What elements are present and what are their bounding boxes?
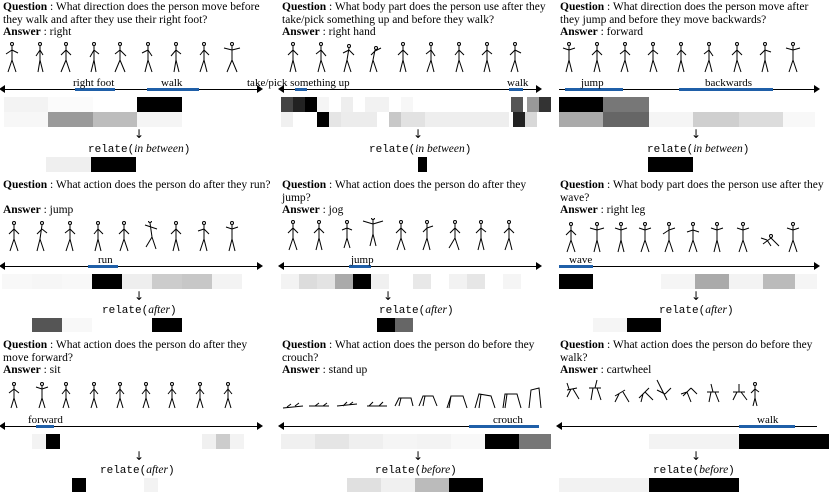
skeleton-sequence	[8, 221, 239, 252]
panel-8: Question : What action does the person d…	[278, 338, 551, 498]
down-arrow-icon: ↓	[134, 289, 145, 303]
segment-wave: wave	[559, 254, 593, 268]
down-arrow-icon: ↓	[691, 449, 702, 463]
panel-2: Question : What body part does the perso…	[247, 0, 551, 172]
skeleton-sequence	[562, 42, 801, 73]
attention-grid	[2, 274, 260, 289]
segment-crouch: crouch	[469, 414, 539, 428]
question-text: Question : What action does the person d…	[282, 179, 527, 204]
skeleton-figures	[5, 42, 241, 73]
segment-jump: jump	[565, 77, 623, 91]
skeleton-sequence	[8, 382, 233, 409]
timeline: wave	[559, 254, 820, 273]
question-text: Question : What action does the person d…	[282, 339, 535, 364]
segment-run: run	[88, 254, 118, 268]
timeline: walk	[556, 414, 817, 433]
skeleton-sequence	[287, 218, 515, 251]
answer-text: Answer : jump	[3, 204, 74, 216]
answer-text: Answer : jog	[282, 204, 344, 216]
attention-grid	[281, 434, 551, 449]
relate-label: relate(before)	[653, 464, 735, 477]
panel-9: Question : What action does the person d…	[556, 338, 829, 498]
down-arrow-icon: ↓	[413, 449, 424, 463]
relate-label: relate(in between)	[88, 143, 191, 156]
timeline: jump	[278, 254, 542, 273]
segment-walk: walk	[147, 77, 199, 91]
down-arrow-icon: ↓	[383, 289, 394, 303]
question-text: Question : What action does the person d…	[560, 339, 813, 364]
attention-grid	[4, 97, 260, 127]
segment-walk: walk	[507, 77, 529, 91]
attention-grid	[559, 434, 829, 449]
relate-label: relate(in between)	[369, 143, 472, 156]
panel-7: Question : What action does the person d…	[0, 338, 272, 498]
timeline: jump backwards	[559, 77, 820, 96]
segment-take-pick-something-up: take/pick something up	[247, 77, 350, 91]
relate-label: relate(after)	[100, 464, 175, 477]
question-text: Question : What action does the person d…	[3, 339, 248, 364]
skeleton-sequence	[565, 222, 800, 253]
answer-text: Answer : sit	[3, 364, 61, 376]
timeline: forward	[0, 414, 263, 433]
down-arrow-icon: ↓	[134, 127, 145, 141]
panel-1: Question : What direction does the perso…	[0, 0, 272, 172]
timeline: crouch	[278, 414, 539, 433]
question-text: Question : What direction does the perso…	[560, 1, 809, 26]
timeline: take/pick something up walk	[247, 77, 542, 96]
question-text: Question : What action does the person d…	[3, 179, 271, 191]
segment-walk: walk	[739, 414, 795, 428]
segment-jump: jump	[349, 254, 374, 268]
panel-3: Question : What direction does the perso…	[557, 0, 829, 172]
attention-grid	[281, 97, 551, 127]
down-arrow-icon: ↓	[134, 449, 145, 463]
skeleton-sequence	[282, 387, 542, 409]
panel-6: Question : What body part does the perso…	[557, 178, 829, 338]
answer-text: Answer : right hand	[282, 26, 376, 38]
answer-text: Answer : cartwheel	[560, 364, 652, 376]
relate-label: relate(after)	[102, 304, 177, 317]
skeleton-sequence	[5, 42, 241, 73]
relate-label: relate(after)	[659, 304, 734, 317]
relate-label: relate(after)	[379, 304, 454, 317]
relate-label: relate(before)	[375, 464, 457, 477]
question-text: Question : What body part does the perso…	[560, 179, 824, 204]
skeleton-sequence	[566, 379, 760, 407]
panel-4: Question : What action does the person d…	[0, 178, 272, 338]
down-arrow-icon: ↓	[691, 289, 702, 303]
segment-backwards: backwards	[679, 77, 773, 91]
segment-right-foot: right foot	[73, 77, 115, 91]
timeline: right foot walk	[0, 77, 263, 96]
answer-text: Answer : right leg	[560, 204, 646, 216]
answer-text: Answer : right	[3, 26, 72, 38]
relate-label: relate(in between)	[647, 143, 750, 156]
down-arrow-icon: ↓	[413, 127, 424, 141]
answer-text: Answer : stand up	[282, 364, 368, 376]
attention-grid	[559, 97, 815, 127]
question-text: Question : What direction does the perso…	[3, 1, 260, 26]
attention-grid	[559, 274, 817, 289]
timeline: run	[0, 254, 263, 273]
answer-text: Answer : forward	[560, 26, 644, 38]
attention-grid	[2, 434, 260, 449]
attention-grid	[281, 274, 539, 289]
segment-forward: forward	[28, 414, 63, 428]
down-arrow-icon: ↓	[691, 127, 702, 141]
question-text: Question : What body part does the perso…	[282, 1, 546, 26]
panel-5: Question : What action does the person d…	[278, 178, 551, 338]
skeleton-sequence	[287, 42, 522, 73]
